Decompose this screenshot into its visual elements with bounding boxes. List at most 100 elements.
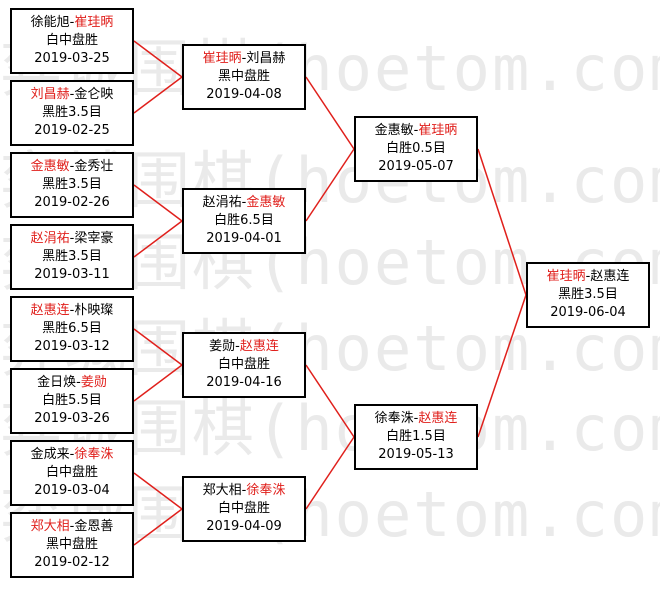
match-players: 赵涓祐-梁宰豪: [31, 230, 114, 248]
players-separator: -: [69, 231, 75, 246]
match-date: 2019-02-12: [34, 555, 110, 570]
match-result: 黑胜3.5目: [42, 105, 102, 120]
match-date: 2019-03-12: [34, 339, 110, 354]
bracket-connector: [133, 220, 183, 258]
players-separator: -: [241, 195, 247, 210]
match-result: 黑中盘胜: [45, 537, 98, 552]
match-date: 2019-05-07: [378, 159, 454, 174]
match-result: 黑胜3.5目: [558, 287, 618, 302]
match-box: 金惠敏-崔珪昞白胜0.5目 2019-05-07: [354, 116, 478, 182]
match-players: 崔珪昞-刘昌赫: [203, 50, 286, 68]
match-players: 金成来-徐奉洙: [31, 446, 114, 464]
black-player-name: 刘昌赫: [30, 87, 70, 102]
white-player-name: 金惠敏: [246, 195, 286, 210]
match-players: 徐奉洙-赵惠连: [375, 410, 458, 428]
bracket-connector: [305, 364, 355, 438]
match-result: 白胜6.5目: [214, 213, 274, 228]
match-result: 黑中盘胜: [217, 69, 270, 84]
match-result: 黑胜3.5目: [42, 249, 102, 264]
match-box: 金成来-徐奉洙白中盘胜 2019-03-04: [10, 440, 134, 506]
bracket-connector: [477, 294, 527, 438]
players-separator: -: [69, 519, 75, 534]
white-player-name: 金秀壮: [74, 159, 114, 174]
white-player-name: 徐奉洙: [246, 483, 286, 498]
bracket-connector: [133, 184, 183, 222]
players-separator: -: [69, 159, 75, 174]
match-players: 赵涓祐-金惠敏: [203, 194, 286, 212]
match-date: 2019-03-11: [34, 267, 110, 282]
match-players: 徐能旭-崔珪昞: [31, 14, 114, 32]
white-player-name: 崔珪昞: [74, 15, 114, 30]
bracket-connector: [305, 148, 355, 222]
match-result: 白中盘胜: [217, 501, 270, 516]
black-player-name: 赵惠连: [30, 303, 70, 318]
players-separator: -: [413, 411, 419, 426]
match-players: 金日焕-姜勋: [37, 374, 107, 392]
match-box: 刘昌赫-金仑映黑胜3.5目 2019-02-25: [10, 80, 134, 146]
black-player-name: 崔珪昞: [546, 269, 586, 284]
black-player-name: 赵涓祐: [202, 195, 242, 210]
match-date: 2019-03-26: [34, 411, 110, 426]
match-result: 黑胜3.5目: [42, 177, 102, 192]
match-result: 白胜0.5目: [386, 141, 446, 156]
black-player-name: 金日焕: [37, 375, 77, 390]
bracket-connector: [133, 508, 183, 546]
white-player-name: 金仑映: [74, 87, 114, 102]
match-result: 白胜5.5目: [42, 393, 102, 408]
players-separator: -: [76, 375, 81, 390]
white-player-name: 徐奉洙: [74, 447, 114, 462]
black-player-name: 赵涓祐: [30, 231, 70, 246]
bracket-connector: [133, 76, 183, 114]
match-players: 姜勋-赵惠连: [209, 338, 279, 356]
bracket-connector: [305, 436, 355, 510]
black-player-name: 崔珪昞: [202, 51, 242, 66]
black-player-name: 姜勋: [209, 339, 236, 354]
match-box: 赵惠连-朴映璨黑胜6.5目 2019-03-12: [10, 296, 134, 362]
black-player-name: 郑大相: [30, 519, 70, 534]
players-separator: -: [585, 269, 591, 284]
match-date: 2019-04-01: [206, 231, 282, 246]
match-players: 郑大相-徐奉洙: [203, 482, 286, 500]
match-players: 金惠敏-崔珪昞: [375, 122, 458, 140]
white-player-name: 崔珪昞: [418, 123, 458, 138]
match-result: 白中盘胜: [45, 33, 98, 48]
match-result: 白胜1.5目: [386, 429, 446, 444]
match-players: 郑大相-金恩善: [31, 518, 114, 536]
white-player-name: 朴映璨: [74, 303, 114, 318]
match-date: 2019-02-25: [34, 123, 110, 138]
players-separator: -: [241, 51, 247, 66]
match-box: 徐能旭-崔珪昞白中盘胜 2019-03-25: [10, 8, 134, 74]
white-player-name: 梁宰豪: [74, 231, 114, 246]
match-result: 黑胜6.5目: [42, 321, 102, 336]
white-player-name: 姜勋: [80, 375, 107, 390]
match-players: 金惠敏-金秀壮: [31, 158, 114, 176]
black-player-name: 徐能旭: [30, 15, 70, 30]
match-players: 崔珪昞-赵惠连: [547, 268, 630, 286]
match-date: 2019-03-04: [34, 483, 110, 498]
black-player-name: 金惠敏: [374, 123, 414, 138]
white-player-name: 赵惠连: [418, 411, 458, 426]
match-result: 白中盘胜: [45, 465, 98, 480]
bracket-connector: [133, 328, 183, 366]
match-date: 2019-03-25: [34, 51, 110, 66]
white-player-name: 金恩善: [74, 519, 114, 534]
match-date: 2019-02-26: [34, 195, 110, 210]
bracket-connector: [305, 76, 355, 150]
white-player-name: 赵惠连: [239, 339, 279, 354]
black-player-name: 金惠敏: [30, 159, 70, 174]
players-separator: -: [69, 303, 75, 318]
white-player-name: 刘昌赫: [246, 51, 286, 66]
players-separator: -: [69, 87, 75, 102]
bracket-connector: [133, 40, 183, 78]
bracket-connector: [477, 148, 527, 296]
